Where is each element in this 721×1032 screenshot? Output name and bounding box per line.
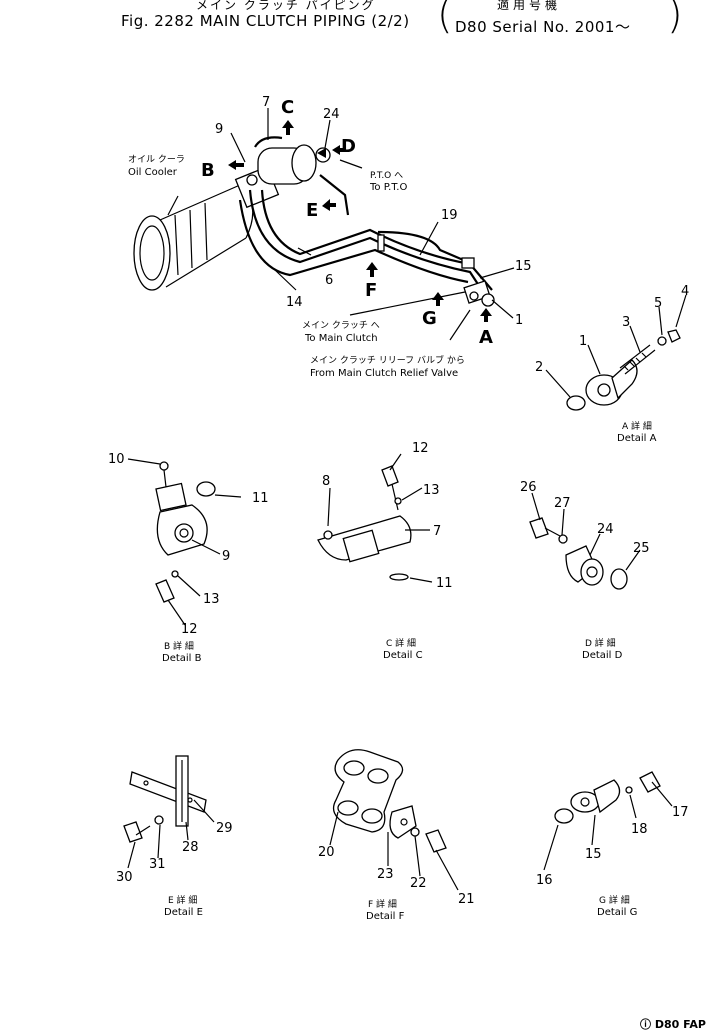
to-main-clutch-label-jp: メイン クラッチ へ	[302, 320, 380, 331]
detail-b-part-11: 11	[252, 491, 269, 506]
detail-f-part-23: 23	[377, 867, 394, 882]
letter-c: C	[281, 97, 294, 118]
applicability-japanese: 適用号機	[497, 0, 562, 12]
annotations: オイル クーラ Oil Cooler P.T.O へ To P.T.O メイン …	[128, 154, 465, 379]
detail-a-part-1: 1	[579, 334, 587, 349]
detail-g-label: Detail G	[597, 907, 637, 918]
callout-9: 9	[215, 122, 223, 137]
title-japanese: メイン クラッチ パイピング	[196, 0, 376, 12]
detail-a-part-4: 4	[681, 284, 689, 299]
detail-b-part-10: 10	[108, 452, 125, 467]
applicability-paren-left: (	[437, 0, 453, 38]
letter-f: F	[365, 280, 377, 301]
detail-e-label-jp: E 詳 細	[168, 894, 197, 906]
detail-f-label-jp: F 詳 細	[368, 898, 397, 910]
detail-a-label: Detail A	[617, 433, 657, 444]
detail-f-part-21: 21	[458, 892, 475, 907]
detail-e-part-30: 30	[116, 870, 133, 885]
detail-c-part-11: 11	[436, 576, 453, 591]
detail-d: 26 27 24 25 D 詳 細 Detail D	[520, 480, 650, 661]
detail-e: 29 28 31 30 E 詳 細 Detail E	[116, 755, 233, 918]
detail-f: 20 23 22 21 F 詳 細 Detail F	[318, 749, 475, 922]
flow-arrows	[228, 120, 492, 322]
detail-d-part-26: 26	[520, 480, 537, 495]
figure-title: Fig. 2282 MAIN CLUTCH PIPING (2/2)	[121, 12, 410, 30]
main-callouts: 7 9 24 6 14 19 15 1	[215, 95, 532, 328]
valve-block-drawing	[463, 280, 495, 307]
detail-e-label: Detail E	[164, 907, 203, 918]
detail-g-part-16: 16	[536, 873, 553, 888]
valve-body-drawing	[234, 144, 331, 209]
callout-19: 19	[441, 208, 458, 223]
detail-c-part-8: 8	[322, 474, 330, 489]
detail-b-label: Detail B	[162, 653, 202, 664]
to-main-clutch-label: To Main Clutch	[304, 333, 378, 344]
callout-1: 1	[515, 313, 523, 328]
detail-a-part-2: 2	[535, 360, 543, 375]
pipe-runs	[238, 136, 493, 296]
detail-g-part-18: 18	[631, 822, 648, 837]
detail-b-part-12: 12	[181, 622, 198, 637]
letter-b: B	[201, 160, 215, 181]
callout-15: 15	[515, 259, 532, 274]
detail-g-part-17: 17	[672, 805, 689, 820]
detail-a: 2 1 3 5 4 A 詳 細 Detail A	[535, 284, 689, 444]
callout-6: 6	[325, 273, 333, 288]
letter-a: A	[479, 327, 493, 348]
detail-c: 12 13 8 7 11 C 詳 細 Detail C	[317, 441, 453, 661]
detail-d-part-27: 27	[554, 496, 571, 511]
detail-f-part-20: 20	[318, 845, 335, 860]
detail-d-part-25: 25	[633, 541, 650, 556]
callout-14: 14	[286, 295, 303, 310]
applicability-paren-right: )	[667, 0, 683, 38]
detail-b-label-jp: B 詳 細	[164, 640, 194, 652]
callout-7: 7	[262, 95, 270, 110]
detail-f-label: Detail F	[366, 911, 405, 922]
detail-b-part-9: 9	[222, 549, 230, 564]
oil-cooler-label: Oil Cooler	[128, 167, 178, 178]
detail-a-label-jp: A 詳 細	[622, 420, 652, 432]
detail-e-part-29: 29	[216, 821, 233, 836]
detail-c-part-7: 7	[433, 524, 441, 539]
detail-b-part-13: 13	[203, 592, 220, 607]
detail-e-part-31: 31	[149, 857, 166, 872]
letter-e: E	[306, 200, 318, 221]
letter-d: D	[341, 136, 356, 157]
letter-g: G	[422, 308, 437, 329]
detail-e-part-28: 28	[182, 840, 199, 855]
callout-24: 24	[323, 107, 340, 122]
applicability-serial: D80 Serial No. 2001～	[455, 18, 631, 36]
detail-g: 17 18 15 16 G 詳 細 Detail G	[536, 771, 689, 918]
detail-f-part-22: 22	[410, 876, 427, 891]
oil-cooler-label-jp: オイル クーラ	[128, 154, 185, 165]
detail-d-part-24: 24	[597, 522, 614, 537]
detail-c-part-13: 13	[423, 483, 440, 498]
figure-code: ⓘ D80 FAP	[640, 1018, 706, 1031]
detail-c-label-jp: C 詳 細	[386, 637, 416, 649]
detail-a-part-5: 5	[654, 296, 662, 311]
detail-d-label: Detail D	[582, 650, 623, 661]
detail-b: 10 11 9 13 12 B 詳 細 Detail B	[108, 452, 269, 664]
detail-c-label: Detail C	[383, 650, 423, 661]
view-letters: C B D E F G A	[201, 97, 493, 348]
from-relief-label-jp: メイン クラッチ リリーフ バルブ から	[310, 354, 465, 366]
leader-lines	[167, 108, 515, 341]
detail-g-part-15: 15	[585, 847, 602, 862]
detail-a-part-3: 3	[622, 315, 630, 330]
pto-label: To P.T.O	[369, 182, 407, 193]
detail-d-label-jp: D 詳 細	[585, 637, 616, 649]
oil-cooler-drawing	[133, 184, 254, 291]
main-assembly: C B D E F G A 7 9 24 6 14 19 15 1 オイル クー…	[128, 95, 532, 379]
from-relief-label: From Main Clutch Relief Valve	[310, 368, 458, 379]
detail-c-part-12: 12	[412, 441, 429, 456]
pto-label-jp: P.T.O へ	[370, 171, 403, 181]
detail-g-label-jp: G 詳 細	[599, 894, 630, 906]
